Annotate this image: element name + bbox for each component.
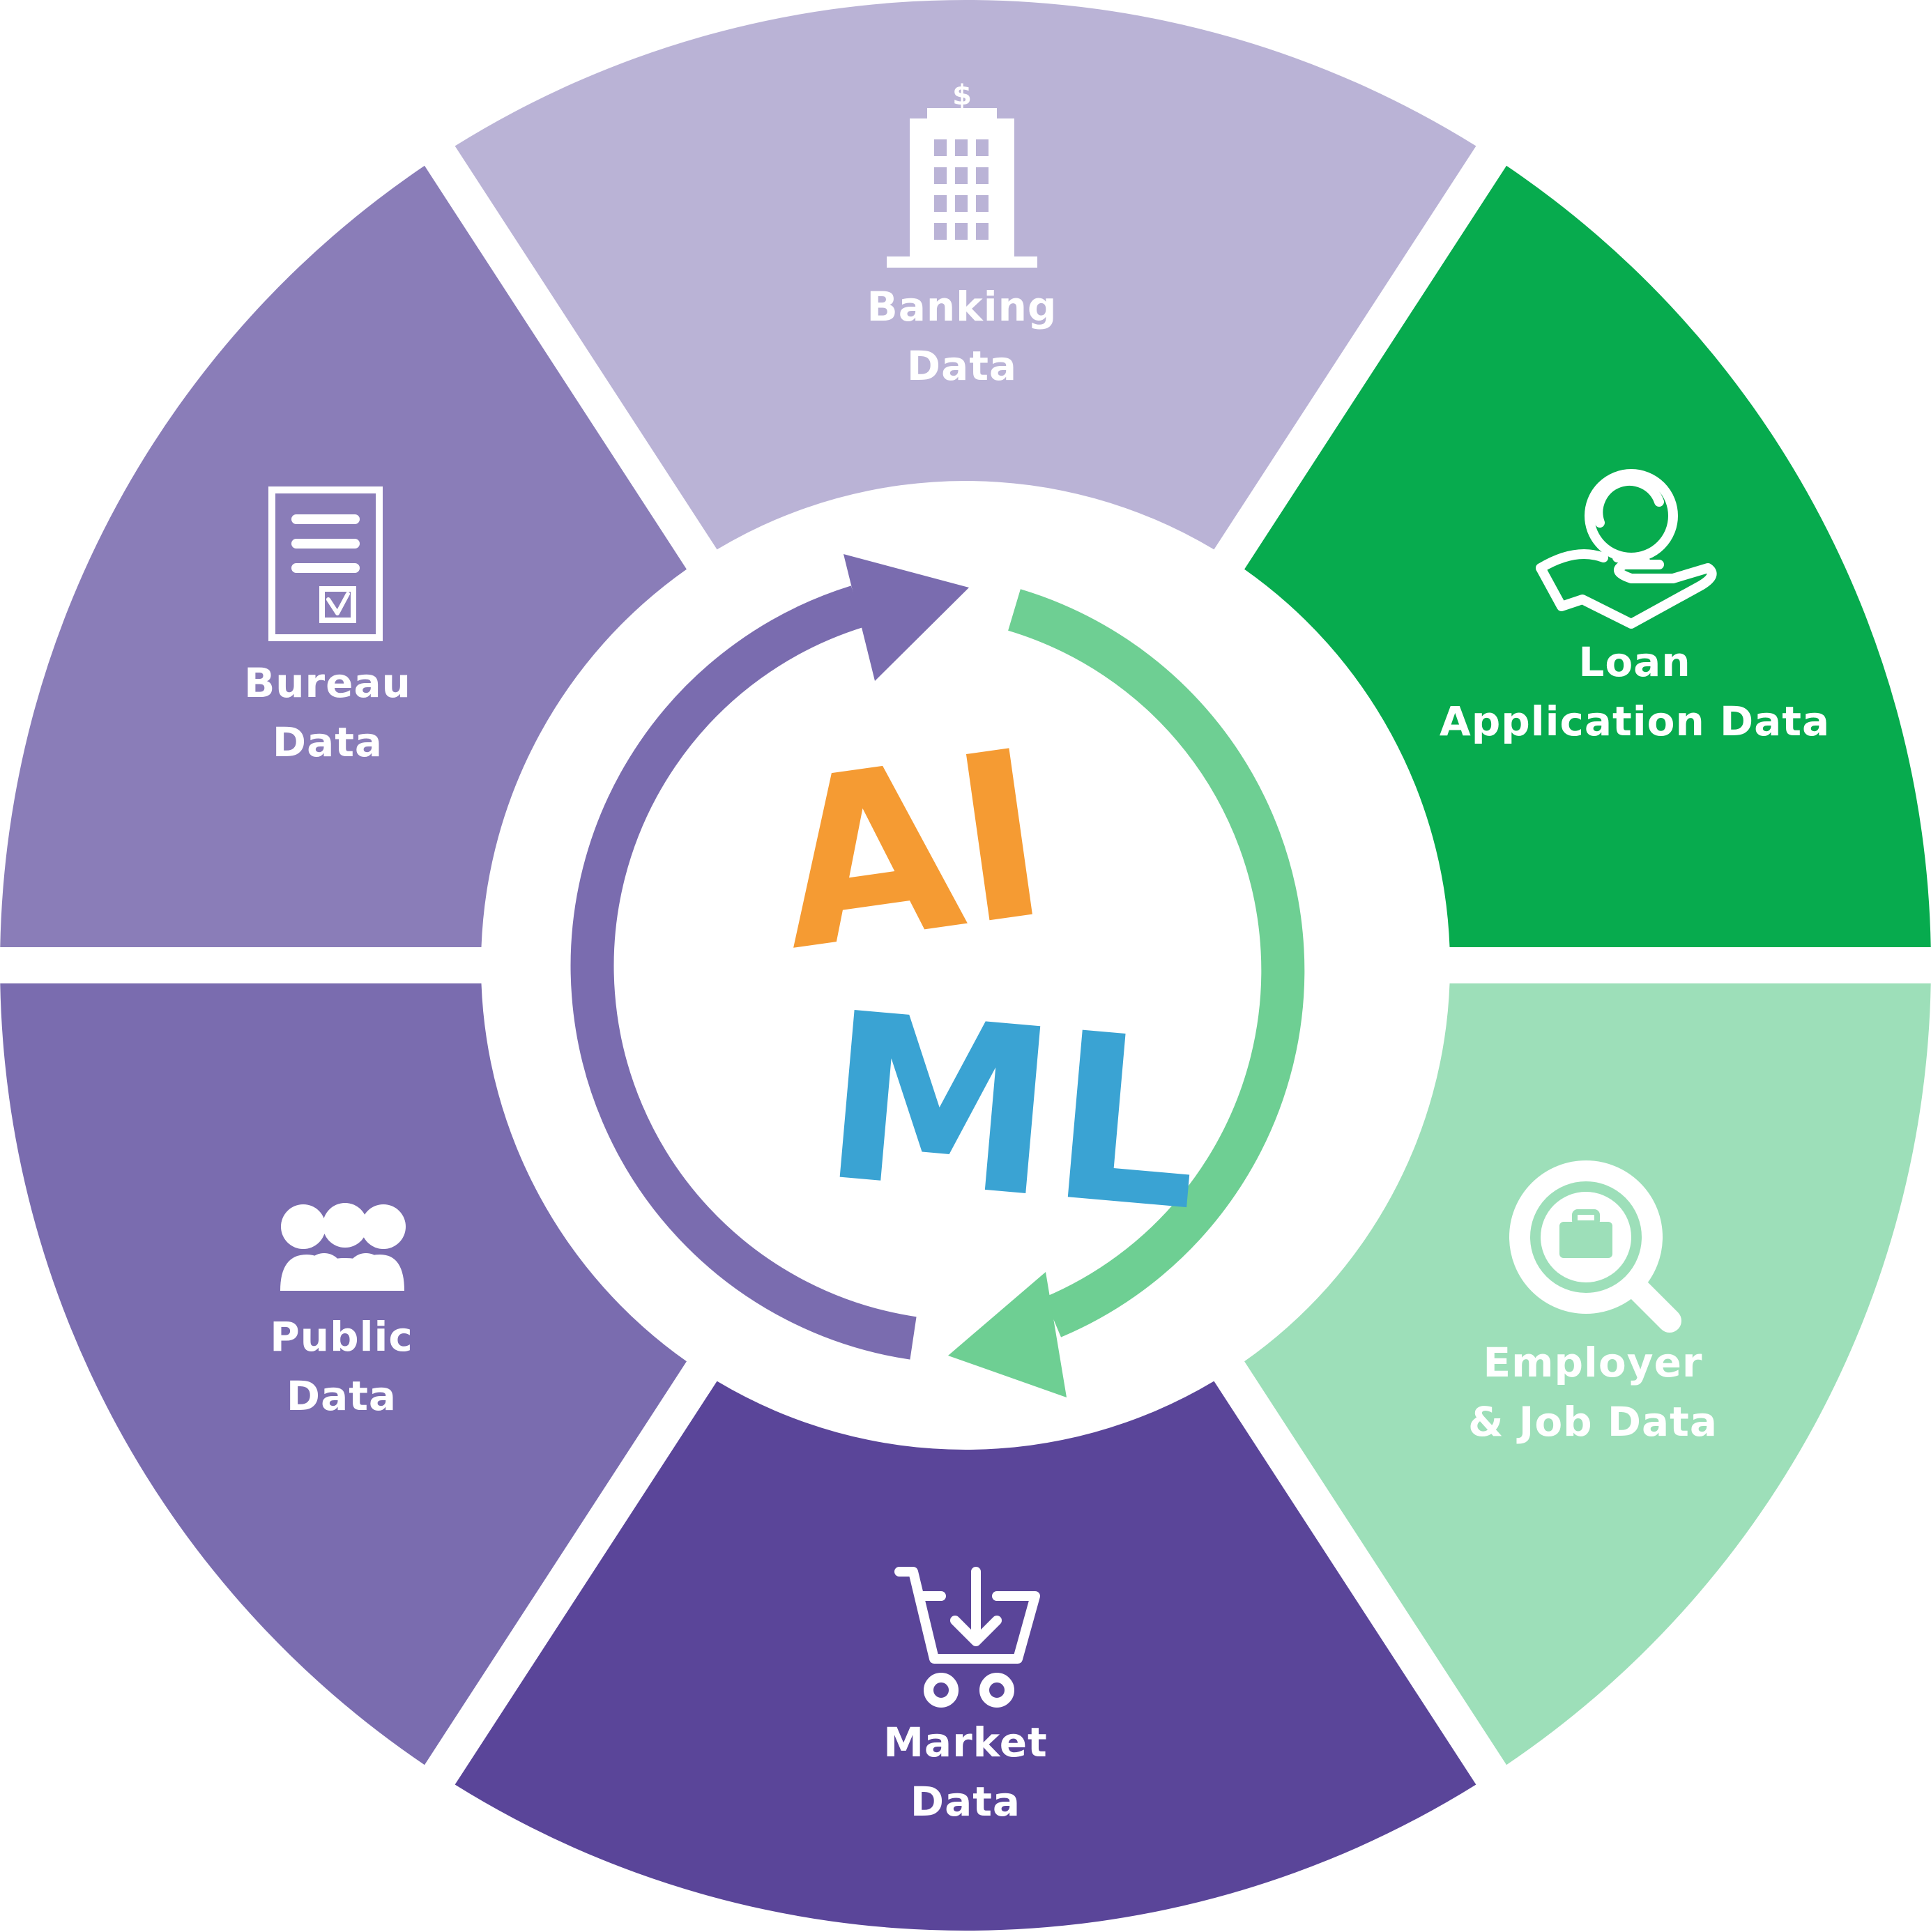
market-label-line1: Market (883, 1719, 1048, 1766)
segment-public (0, 983, 687, 1765)
loan-label-line2: Application Data (1440, 698, 1830, 745)
market-label-line2: Data (910, 1778, 1021, 1825)
bureau-label-line1: Bureau (244, 659, 411, 707)
people-group-icon (280, 1203, 406, 1291)
purple-cycle-arrow-body (570, 585, 917, 1360)
document-check-icon (268, 486, 383, 641)
bureau-label-line2: Data (273, 719, 383, 766)
ml-text: ML (814, 963, 1212, 1262)
green-cycle-arrow-head (948, 1272, 1067, 1397)
segment-employer (1244, 983, 1931, 1765)
banking-label-line2: Data (907, 342, 1017, 390)
magnifier-briefcase-icon (1509, 1160, 1681, 1333)
green-cycle-arrow-body (1008, 589, 1305, 1337)
segment-banking (455, 0, 1476, 550)
public-label-line1: Public (270, 1313, 413, 1360)
cycle-arrows (570, 554, 1305, 1397)
bank-building-icon: $ (887, 79, 1037, 268)
hand-headset-icon (1536, 469, 1717, 629)
segment-bureau (0, 165, 687, 948)
ai-text: AI (763, 700, 1061, 1002)
shopping-cart-icon (894, 1567, 1040, 1708)
public-label-line2: Data (287, 1372, 397, 1420)
employer-label-line2: & Job Data (1468, 1398, 1718, 1446)
svg-text:$: $ (952, 79, 972, 112)
banking-label-line1: Banking (867, 283, 1058, 330)
employer-label-line1: Employer (1483, 1339, 1702, 1386)
loan-label-line1: Loan (1578, 638, 1690, 686)
purple-cycle-arrow-head (844, 554, 969, 681)
